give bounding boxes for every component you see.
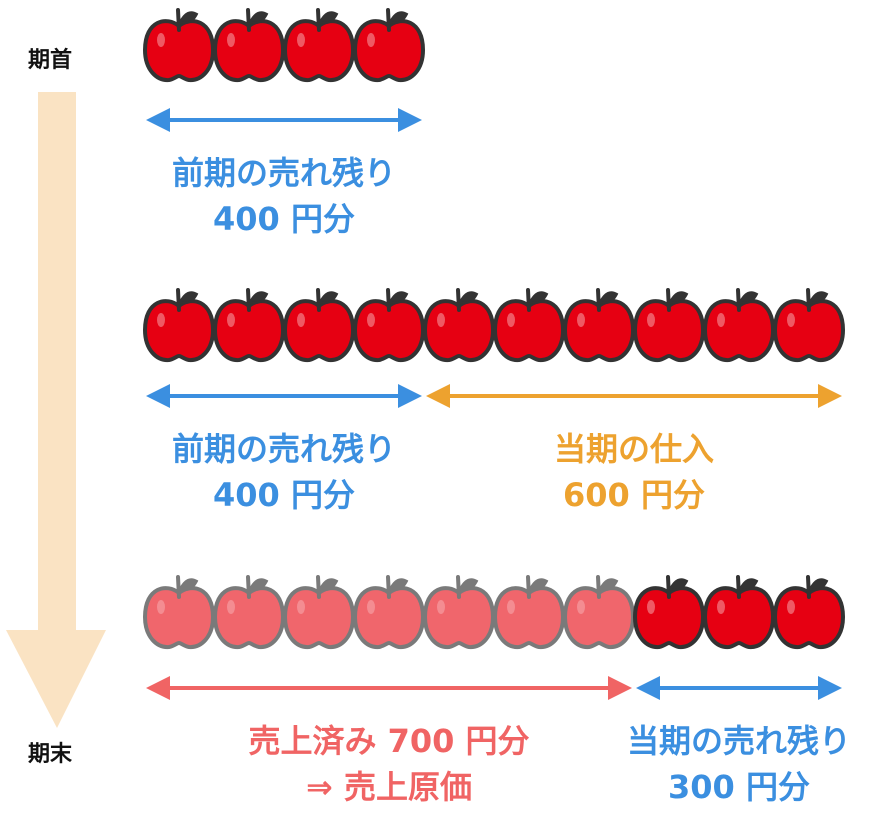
apple-sold-icon	[213, 575, 285, 650]
apple-row-3	[143, 575, 845, 650]
apple-icon	[143, 8, 215, 83]
time-arrow	[6, 92, 106, 728]
apple-icon	[633, 288, 705, 363]
apple-icon	[493, 288, 565, 363]
apple-icon	[563, 288, 635, 363]
segment-label-row2-seg2: 当期の仕入 600 円分	[434, 426, 834, 518]
period-end-label: 期末	[28, 742, 73, 767]
apple-icon	[703, 288, 775, 363]
apple-icon	[703, 575, 775, 650]
apple-sold-icon	[493, 575, 565, 650]
apple-sold-icon	[423, 575, 495, 650]
apple-icon	[143, 288, 215, 363]
segment-label-row3-seg1: 売上済み 700 円分 ⇒ 売上原価	[189, 718, 589, 810]
apple-icon	[283, 288, 355, 363]
segment-label-line1: 前期の売れ残り	[171, 430, 396, 468]
apple-icon	[213, 288, 285, 363]
apple-sold-icon	[353, 575, 425, 650]
apple-icon	[633, 575, 705, 650]
apple-sold-icon	[143, 575, 215, 650]
apple-icon	[773, 288, 845, 363]
apple-icon	[353, 288, 425, 363]
apple-row-2	[143, 288, 845, 363]
segment-label-line2: ⇒ 売上原価	[306, 768, 472, 806]
segment-label-row2-seg1: 前期の売れ残り 400 円分	[84, 426, 484, 518]
segment-label-line1: 売上済み 700 円分	[248, 722, 530, 760]
apple-sold-icon	[283, 575, 355, 650]
rows-layer	[143, 8, 845, 700]
apple-icon	[213, 8, 285, 83]
apple-icon	[773, 575, 845, 650]
segment-label-row3-seg2: 当期の売れ残り 300 円分	[539, 718, 872, 810]
apple-sold-icon	[563, 575, 635, 650]
segment-label-line2: 300 円分	[668, 768, 810, 806]
apple-row-1	[143, 8, 425, 83]
segment-label-row1-seg1: 前期の売れ残り 400 円分	[84, 150, 484, 242]
apple-icon	[423, 288, 495, 363]
segment-label-line1: 当期の仕入	[553, 430, 714, 468]
period-start-label: 期首	[28, 48, 73, 73]
segment-label-line2: 400 円分	[213, 476, 355, 514]
segment-label-line2: 600 円分	[563, 476, 705, 514]
segment-label-line1: 当期の売れ残り	[626, 722, 851, 760]
segment-label-line2: 400 円分	[213, 200, 355, 238]
segment-label-line1: 前期の売れ残り	[171, 154, 396, 192]
apple-icon	[283, 8, 355, 83]
apple-icon	[353, 8, 425, 83]
